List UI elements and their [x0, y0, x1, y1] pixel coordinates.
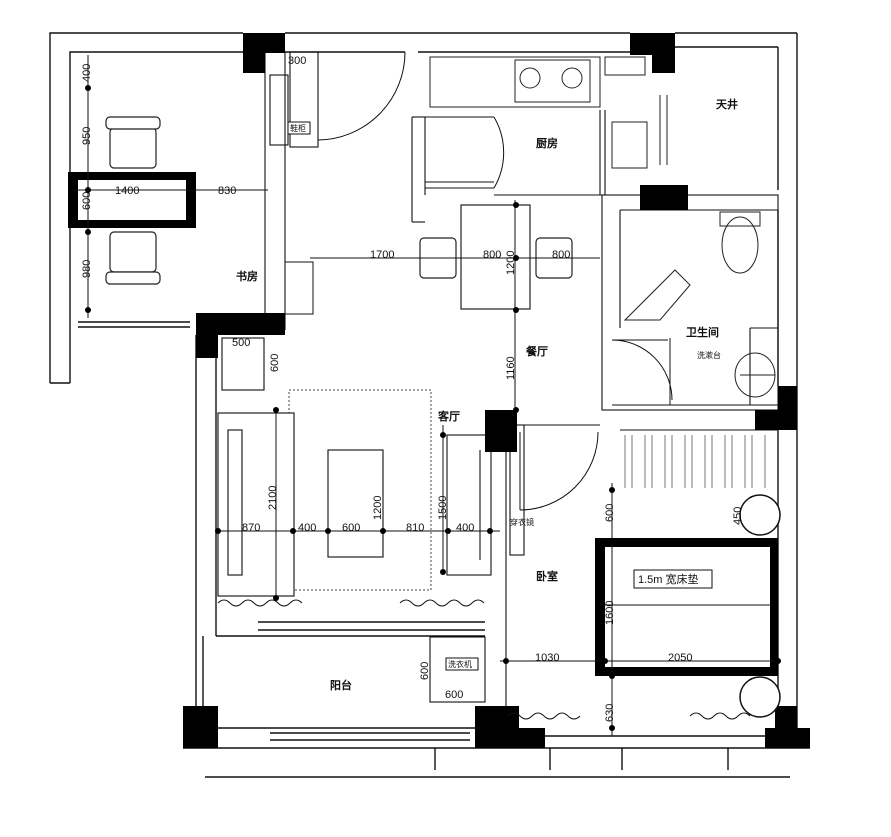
doors: [284, 51, 673, 511]
partitions: [264, 51, 779, 706]
curtains: [217, 599, 751, 720]
study-furniture: [68, 116, 196, 285]
dim-1160: 1160: [505, 356, 517, 380]
dim-870: 870: [242, 522, 260, 534]
dim-830: 830: [218, 185, 236, 197]
dim-1600: 1600: [604, 601, 616, 625]
room-labels: 书房 厨房 天井 餐厅 客厅 卫生间 卧室 阳台: [236, 97, 738, 692]
dim-400-a: 400: [298, 522, 316, 534]
dim-950: 950: [81, 127, 93, 145]
fixture-tags: 鞋柜 洗衣机 穿衣镜 洗漱台 1.5m 宽床垫: [287, 121, 721, 671]
dimension-dots: [85, 85, 781, 731]
dim-810: 810: [406, 522, 424, 534]
dim-2100: 2100: [267, 486, 279, 510]
dim-500: 500: [232, 337, 250, 349]
dim-400: 400: [81, 64, 93, 82]
bathroom-fixtures: [623, 211, 776, 398]
dimension-lines: [75, 55, 780, 736]
room-balcony: 阳台: [330, 678, 352, 692]
wardrobe-tag: 穿衣镜: [510, 517, 534, 527]
dim-1400: 1400: [115, 185, 139, 197]
dim-600-bed-top: 600: [604, 504, 616, 522]
dimension-text: 400 950 600 980 1400 830 300 1700 800 80…: [81, 55, 744, 722]
dim-630: 630: [604, 704, 616, 722]
dim-600-table: 600: [342, 522, 360, 534]
dim-600-wm-h: 600: [445, 689, 463, 701]
dim-300: 300: [288, 55, 306, 67]
bath-fixture-tag: 洗漱台: [697, 350, 721, 360]
dim-1200-dining: 1200: [505, 251, 517, 275]
room-study: 书房: [236, 269, 258, 283]
dim-800-right: 800: [552, 249, 570, 261]
dim-2050: 2050: [668, 652, 692, 664]
room-bathroom: 卫生间: [686, 325, 719, 339]
bed-furniture: [595, 435, 781, 718]
dim-600-cab: 600: [269, 354, 281, 372]
room-bedroom: 卧室: [536, 569, 558, 583]
dim-800-left: 800: [483, 249, 501, 261]
shoe-cabinet-tag: 鞋柜: [290, 123, 306, 133]
washer-tag: 洗衣机: [448, 659, 472, 669]
dim-1700: 1700: [370, 249, 394, 261]
dim-1500: 1500: [437, 496, 449, 520]
bed-tag: 1.5m 宽床垫: [638, 572, 699, 586]
living-furniture: [217, 337, 432, 597]
dim-1030: 1030: [535, 652, 559, 664]
room-kitchen: 厨房: [536, 136, 558, 150]
kitchen-fixtures: [429, 56, 668, 169]
room-living: 客厅: [437, 409, 460, 423]
room-dining: 餐厅: [525, 344, 548, 358]
dim-600-study: 600: [81, 192, 93, 210]
dim-450: 450: [732, 507, 744, 525]
dim-600-wm-v: 600: [419, 662, 431, 680]
walls: [49, 32, 810, 778]
dim-980: 980: [81, 260, 93, 278]
room-skylight: 天井: [716, 97, 738, 111]
dim-400-b: 400: [456, 522, 474, 534]
dim-1200-table: 1200: [372, 496, 384, 520]
